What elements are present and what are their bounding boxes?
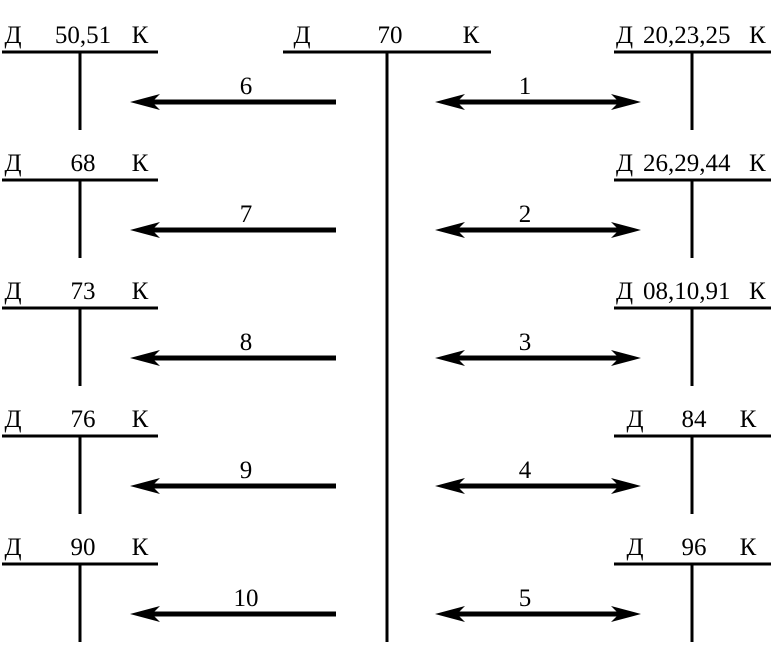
right-account-5: Д 96 К 5 (435, 534, 771, 642)
arrowhead-right-icon (611, 606, 641, 622)
arrow-number-label: 6 (240, 73, 253, 100)
debit-label: Д (4, 406, 21, 433)
arrow-number-label: 4 (519, 457, 532, 484)
account-number: 96 (682, 534, 707, 561)
arrow-number-label: 7 (240, 201, 253, 228)
right-account-4: Д 84 К 4 (435, 406, 771, 514)
account-number: 50,51 (55, 22, 111, 49)
arrowhead-right-icon (611, 222, 641, 238)
center-credit-label: К (463, 22, 480, 49)
arrowhead-left-icon (130, 478, 160, 494)
account-number: 20,23,25 (643, 22, 731, 49)
debit-label: Д (616, 22, 633, 49)
debit-label: Д (626, 406, 643, 433)
credit-label: К (749, 278, 766, 305)
right-account-3: Д 08,10,91 К 3 (435, 278, 771, 386)
arrowhead-left-icon (435, 94, 465, 110)
arrow-number-label: 9 (240, 457, 253, 484)
right-account-2: Д 26,29,44 К 2 (435, 150, 771, 258)
credit-label: К (749, 22, 766, 49)
arrowhead-left-icon (130, 222, 160, 238)
account-number: 76 (71, 406, 96, 433)
arrowhead-left-icon (435, 222, 465, 238)
left-account-1: Д 50,51 К 6 (2, 22, 336, 130)
credit-label: К (132, 150, 149, 177)
account-number: 26,29,44 (643, 150, 731, 177)
arrowhead-left-icon (435, 478, 465, 494)
center-account-number: 70 (378, 22, 403, 49)
right-account-1: Д 20,23,25 К 1 (435, 22, 771, 130)
center-debit-label: Д (293, 22, 310, 49)
arrowhead-right-icon (611, 478, 641, 494)
account-number: 73 (71, 278, 96, 305)
left-account-5: Д 90 К 10 (2, 534, 336, 642)
left-account-4: Д 76 К 9 (2, 406, 336, 514)
arrowhead-left-icon (130, 94, 160, 110)
credit-label: К (132, 406, 149, 433)
arrowhead-left-icon (435, 606, 465, 622)
debit-label: Д (4, 150, 21, 177)
arrowhead-left-icon (130, 350, 160, 366)
account-number: 08,10,91 (643, 278, 731, 305)
debit-label: Д (626, 534, 643, 561)
debit-label: Д (4, 278, 21, 305)
debit-label: Д (616, 150, 633, 177)
left-account-3: Д 73 К 8 (2, 278, 336, 386)
arrowhead-right-icon (611, 94, 641, 110)
arrow-number-label: 8 (240, 329, 253, 356)
debit-label: Д (4, 22, 21, 49)
arrow-number-label: 10 (234, 585, 259, 612)
arrow-number-label: 5 (519, 585, 532, 612)
debit-label: Д (616, 278, 633, 305)
credit-label: К (132, 534, 149, 561)
debit-label: Д (4, 534, 21, 561)
arrow-number-label: 1 (519, 73, 532, 100)
center-account: Д 70 К (283, 22, 491, 642)
account-number: 90 (71, 534, 96, 561)
arrowhead-left-icon (130, 606, 160, 622)
arrow-number-label: 3 (519, 329, 532, 356)
account-number: 84 (682, 406, 708, 433)
credit-label: К (740, 534, 757, 561)
arrowhead-left-icon (435, 350, 465, 366)
credit-label: К (749, 150, 766, 177)
credit-label: К (132, 22, 149, 49)
credit-label: К (740, 406, 757, 433)
credit-label: К (132, 278, 149, 305)
account-number: 68 (71, 150, 96, 177)
left-account-2: Д 68 К 7 (2, 150, 336, 258)
arrow-number-label: 2 (519, 201, 532, 228)
arrowhead-right-icon (611, 350, 641, 366)
